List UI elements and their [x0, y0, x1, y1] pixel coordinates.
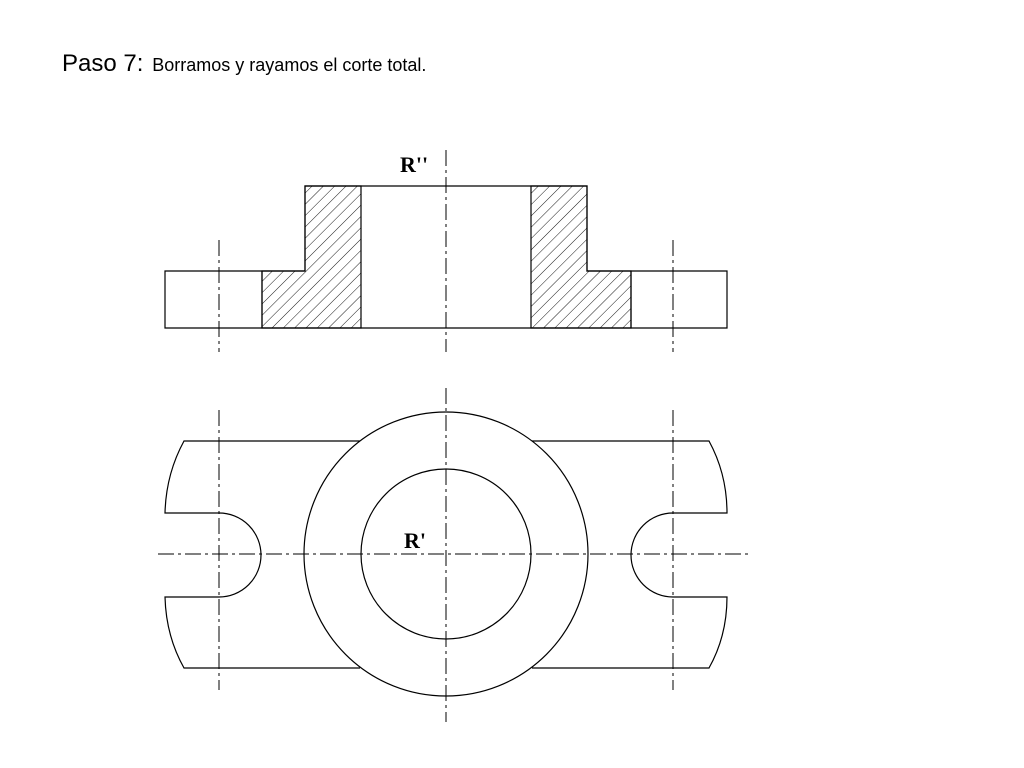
left-flange-lower — [164, 596, 360, 669]
title-colon: : — [136, 50, 144, 77]
step-caption: Borramos y rayamos el corte total. — [152, 55, 427, 75]
plan-view: R' — [158, 388, 748, 722]
right-flange-upper — [532, 440, 728, 598]
left-flange-upper — [164, 440, 360, 598]
right-flange-lower — [532, 596, 728, 669]
hatched-section-left — [261, 185, 362, 329]
hatched-section-right — [530, 185, 632, 329]
step-number: Paso 7 — [62, 50, 137, 77]
slide-title: Paso 7: Borramos y rayamos el corte tota… — [62, 42, 426, 79]
section-view-label: R'' — [400, 152, 428, 177]
section-view: R'' — [164, 150, 728, 352]
plan-view-label: R' — [404, 528, 426, 553]
section-outline — [164, 185, 728, 329]
